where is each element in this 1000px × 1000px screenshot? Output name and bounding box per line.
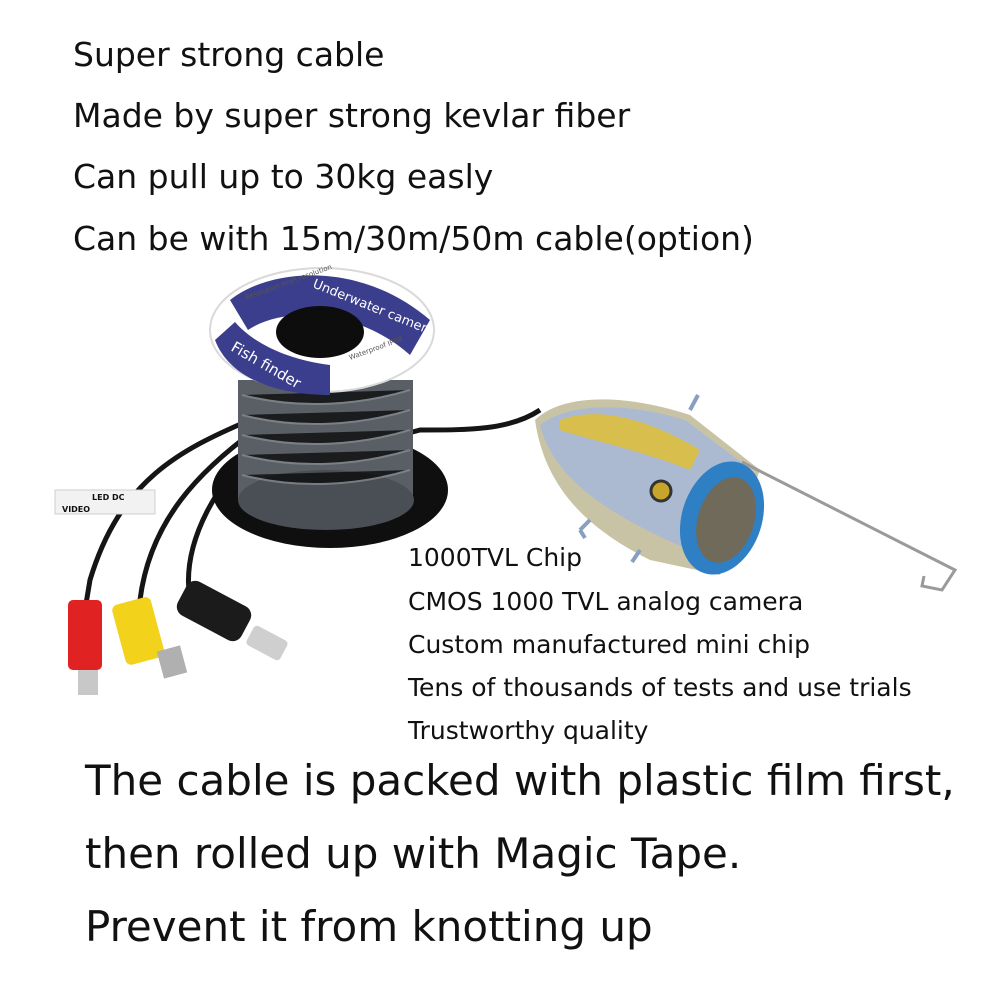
dc-power-plug	[176, 580, 288, 661]
top-text-line-4: Can be with 15m/30m/50m cable(option)	[73, 219, 754, 258]
top-text-line-2: Made by super strong kevlar fiber	[73, 96, 631, 135]
top-text-line-3: Can pull up to 30kg easly	[73, 157, 494, 196]
bottom-text-line-1: The cable is packed with plastic film fi…	[85, 756, 955, 805]
spec-line-3: Custom manufactured mini chip	[408, 630, 810, 659]
spec-line-5: Trustworthy quality	[408, 716, 649, 745]
top-text-line-1: Super strong cable	[73, 35, 385, 74]
tag-video: VIDEO	[62, 505, 90, 514]
underwater-camera	[535, 394, 958, 592]
spec-line-1: 1000TVL Chip	[408, 543, 582, 572]
rca-plug-yellow	[112, 597, 188, 679]
spec-line-4: Tens of thousands of tests and use trial…	[408, 673, 912, 702]
spec-line-2: CMOS 1000 TVL analog camera	[408, 587, 804, 616]
rca-plug-red	[68, 600, 102, 695]
cable-tags: LED DC VIDEO	[54, 489, 156, 515]
cable-reel: Underwater camera Fish finder Resolution…	[209, 263, 448, 548]
tag-dc: LED DC	[92, 493, 125, 502]
bottom-text-line-2: then rolled up with Magic Tape.	[85, 829, 742, 878]
bottom-text-line-3: Prevent it from knotting up	[85, 902, 653, 951]
